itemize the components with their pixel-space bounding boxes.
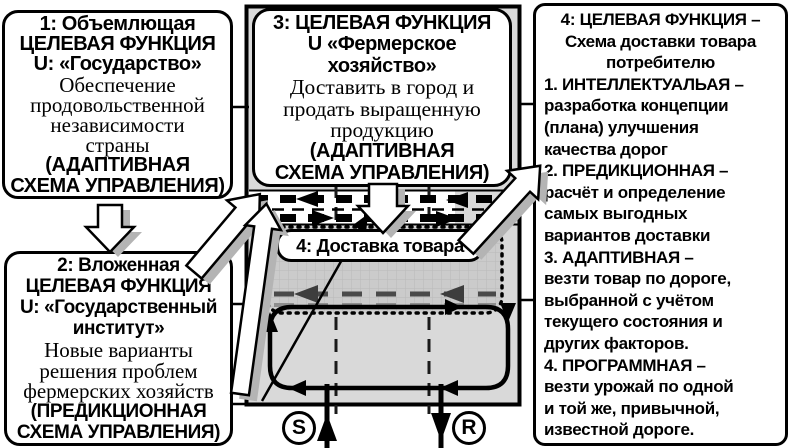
box-4-delivery-scheme-list: 4: ЦЕЛЕВАЯ ФУНКЦИЯ – Схема доставки това… <box>533 3 788 446</box>
box3-line: (АДАПТИВНАЯ <box>309 140 455 163</box>
box4-line: выбранной с учётом <box>544 290 714 310</box>
box1-line: страны <box>85 133 150 158</box>
box4-line: вариантов доставки <box>544 225 711 245</box>
box4-line: текущего состояния и <box>544 312 723 332</box>
road-arrow-right-icon <box>436 211 458 227</box>
box2-line: (ПРЕДИКЦИОННАЯ <box>30 401 207 423</box>
box1-line: независимости <box>50 113 185 138</box>
box4-line: 4: ЦЕЛЕВАЯ ФУНКЦИЯ – <box>560 10 761 29</box>
box1-line: (АДАПТИВНАЯ <box>45 154 190 177</box>
box4-line: и той же, привычной, <box>544 398 720 418</box>
box1-line: Обеспечение <box>59 72 176 97</box>
box4-line: 3. АДАПТИВНАЯ – <box>544 247 694 267</box>
route-arrow-left-icon <box>440 285 464 303</box>
box4-line: 4. ПРОГРАММНАЯ – <box>544 355 706 375</box>
box1-line: ЦЕЛЕВАЯ ФУНКЦИЯ <box>19 33 216 56</box>
box4-line: Схема доставки товара <box>564 31 757 51</box>
road-arrow-left-icon <box>296 191 318 207</box>
box4-line: везти товар по дороге, <box>544 269 731 289</box>
box2-line: решения проблем <box>39 358 198 383</box>
box4-line: других факторов. <box>544 333 689 353</box>
box3-line: 3: ЦЕЛЕВАЯ ФУНКЦИЯ <box>272 12 492 34</box>
loop-arrow-left-icon <box>440 380 458 396</box>
box4-line: (плана) улучшения <box>544 117 699 137</box>
box3-line: СХЕМА УПРАВЛЕНИЯ) <box>274 161 490 184</box>
box4-line: расчёт и определение <box>544 182 726 202</box>
box4-line: качества дорог <box>544 139 668 159</box>
receiver-arrow-down-icon <box>431 413 451 441</box>
source-terminal: S <box>282 411 316 445</box>
box4-line: разработка концепции <box>544 96 729 116</box>
box1-line: продовольственной <box>30 92 205 117</box>
box2-line: СХЕМА УПРАВЛЕНИЯ) <box>16 422 221 444</box>
box2-line: фермерских хозяйств <box>23 379 214 404</box>
box3-line: хозяйство» <box>327 54 437 77</box>
box4-line: самых выгодных <box>544 204 688 224</box>
box1-line: СХЕМА УПРАВЛЕНИЯ) <box>10 174 225 197</box>
box4-line: известной дороге. <box>544 420 695 440</box>
box1-line: 1: Объемлющая <box>39 13 196 35</box>
box3-line: Доставить в город и <box>289 75 475 100</box>
box2-line: Новые варианты <box>44 337 193 362</box>
receiver-terminal: R <box>452 411 486 445</box>
source-arrow-up-icon <box>317 414 337 441</box>
box4-line: 1. ИНТЕЛЛЕКТУАЛЬАЯ – <box>544 74 744 94</box>
loop-arrow-right-icon <box>445 299 462 315</box>
box2-line: 2: Вложенная <box>57 255 180 276</box>
box3-line: продать выращенную <box>283 96 481 121</box>
road-arrow-right-icon <box>312 210 334 226</box>
box2-line: институт» <box>72 317 165 339</box>
box3-line: U «Фермерское <box>307 33 457 56</box>
box4-line: потребителю <box>606 53 715 73</box>
box4-line: 2. ПРЕДИКЦИОННАЯ – <box>544 161 729 181</box>
box-3-farm-objective-function: 3: ЦЕЛЕВАЯ ФУНКЦИЯ U «Фермерское хозяйст… <box>252 8 512 187</box>
box-1-enclosing-objective-function: 1: Объемлющая ЦЕЛЕВАЯ ФУНКЦИЯ U: «Госуда… <box>2 10 233 199</box>
loop-arrow-left-icon <box>288 380 306 396</box>
route-arrow-left-icon <box>294 285 318 303</box>
box2-line: ЦЕЛЕВАЯ ФУНКЦИЯ <box>25 275 212 297</box>
box-2-nested-objective-function: 2: Вложенная ЦЕЛЕВАЯ ФУНКЦИЯ U: «Государ… <box>4 251 233 446</box>
box3-line: продукцию <box>330 118 434 143</box>
box4-line: везти урожай по одной <box>544 377 734 397</box>
terminal-lines <box>317 384 451 448</box>
delivery-route-label: 4: Доставка товара <box>276 229 484 262</box>
box2-line: U: «Государственный <box>19 296 218 318</box>
box1-line: U: «Государство» <box>33 53 202 76</box>
loop-arrow-down-icon <box>500 303 516 322</box>
